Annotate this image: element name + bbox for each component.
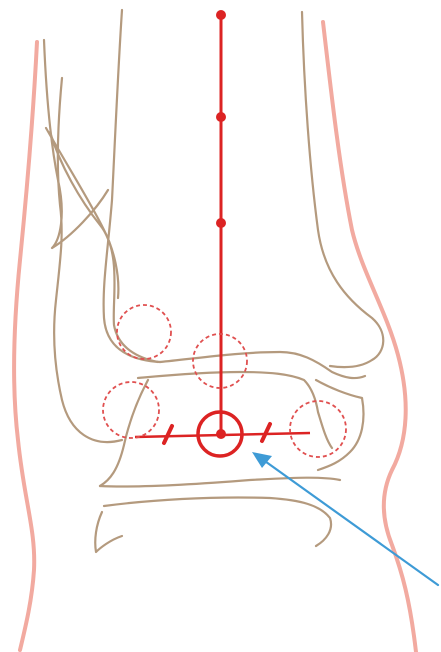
hash-mark-right	[262, 424, 270, 441]
talus-inferior	[100, 478, 340, 487]
axis-point-3	[216, 218, 226, 228]
reference-circle-upper-left	[117, 305, 171, 359]
pointer-arrow-shaft	[262, 459, 438, 585]
pointer-arrow-head	[252, 452, 272, 468]
skin-outline	[14, 22, 416, 652]
talus-lateral-edge	[100, 380, 148, 486]
skin-outline-right	[323, 22, 416, 652]
hash-mark-left	[164, 426, 172, 443]
fibula-outline	[54, 78, 122, 442]
axis-point-1	[216, 10, 226, 20]
tibia-outline-left	[104, 10, 160, 362]
pointer-arrow	[252, 452, 438, 585]
calcaneus-outline	[104, 497, 331, 546]
fibula-inner-edge	[50, 132, 158, 362]
mechanical-axis	[216, 10, 226, 439]
reference-circle-lower-left	[103, 382, 159, 438]
calcaneus-lower	[95, 512, 122, 552]
tibia-outline-right	[302, 12, 383, 367]
axis-point-2	[216, 112, 226, 122]
skin-outline-left	[14, 42, 37, 650]
